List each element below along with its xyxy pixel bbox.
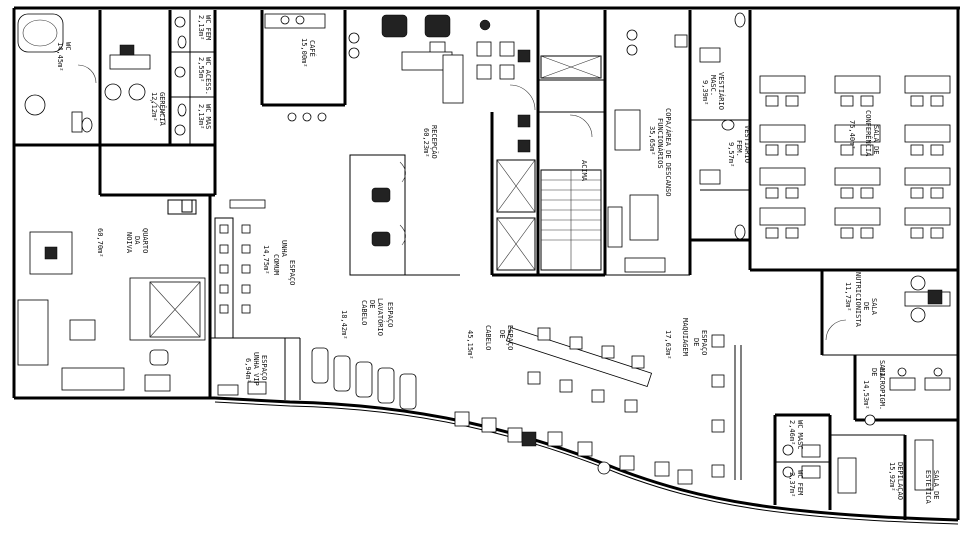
label-gerencia-area: 12,12m² — [150, 92, 158, 122]
label-unha-vip-name: ESPAÇO — [260, 355, 268, 380]
label-estetica-area: 15,92m² — [888, 462, 896, 492]
label-sala-conf-name: SALA DE — [872, 125, 880, 155]
label-wc-fem-bot-name: WC FEM — [796, 470, 804, 495]
label-quarto-noiva-line2: DA — [133, 236, 141, 245]
label-wc-acess-name: WC ACESS. — [204, 57, 212, 95]
label-maquiagem-line2: DE — [692, 338, 700, 346]
label-cafe-name: CAFÉ — [308, 40, 317, 57]
label-wc-fem-top-area: 2,13m² — [197, 15, 205, 40]
label-wc-suite-name: WC — [64, 42, 72, 50]
label-lavatorio-name: ESPAÇO — [386, 302, 394, 327]
label-gerencia-name: GERÊNCIA — [158, 92, 167, 127]
label-recepcao-area: 60,23m² — [422, 128, 430, 158]
label-nutri-line3: NUTRICIONISTA — [854, 272, 862, 328]
label-wc-fem-top-name: WC FEM — [204, 15, 212, 40]
label-sala-conf-line2: CONFERÊNCIA — [864, 110, 873, 157]
label-wc-acess-area: 2,55m² — [197, 57, 205, 82]
label-vest-masc-line2: MASC. — [709, 75, 717, 96]
label-wc-masc-bot-name: WC MASC — [796, 420, 804, 450]
label-maquiagem-line3: MAQUIAGEM — [681, 318, 689, 356]
label-micro-line3: MICROPIGM. — [878, 368, 886, 410]
label-wc-masc-top-area: 2,13m² — [197, 104, 205, 129]
label-stair-direction: ACIMA — [580, 160, 588, 182]
label-quarto-noiva-area: 60,70m² — [96, 228, 104, 258]
label-unha-vip-line2: UNHA VIP — [252, 352, 260, 386]
conference-desks — [759, 75, 951, 239]
label-nutri-line2: DE — [862, 302, 870, 310]
label-copa-line2: FUNCIONÁRIOS — [656, 118, 665, 169]
label-lavatorio-line3: DE — [368, 300, 376, 308]
label-micro-name: SALA — [878, 360, 886, 378]
label-wc-masc-top-name: WC MAS — [204, 104, 212, 129]
label-nutri-name: SALA — [870, 298, 878, 316]
label-estetica-line3: DEPILAÇÃO — [896, 462, 905, 500]
label-quarto-noiva-name: QUARTO — [141, 228, 149, 253]
label-unha-comum-line3: COMUM — [272, 254, 280, 275]
label-lavatorio-line4: CABELO — [360, 300, 368, 325]
salon-chairs — [527, 327, 645, 413]
label-maquiagem-name: ESPAÇO — [700, 330, 708, 355]
furniture — [17, 12, 951, 494]
label-unha-comum-name: ESPAÇO — [288, 260, 296, 285]
label-recepcao-name: RECEPÇÃO — [430, 125, 439, 159]
label-maquiagem-area: 17,63m² — [664, 330, 672, 360]
label-vest-masc-area: 9,39m² — [701, 80, 709, 105]
interior-walls — [14, 10, 958, 520]
label-vest-fem-line2: FEM. — [735, 140, 743, 157]
label-vest-fem-name: VESTIÁRIO — [743, 125, 752, 163]
label-estetica-line2: ESTÉTICA — [924, 470, 933, 505]
label-vest-fem-area: 9,57m² — [727, 142, 735, 167]
label-unha-comum-line2: UNHA — [280, 240, 288, 258]
label-estetica-name: SALA DE — [932, 470, 940, 500]
label-quarto-noiva-line3: NOIVA — [125, 232, 133, 254]
label-copa-area: 35,65m² — [648, 126, 656, 156]
label-wc-suite-area: 14,45m² — [56, 42, 64, 72]
label-vest-masc-name: VESTIÁRIO — [717, 72, 726, 110]
label-unha-vip-area: 6,94m² — [244, 358, 252, 383]
label-copa-name: COPA/ÁREA DE DESCANSO — [664, 108, 673, 197]
label-wc-fem-bot-area: 2,37m² — [788, 472, 796, 497]
label-cabelo-line3: CABELO — [484, 325, 492, 350]
label-cabelo-name: ESPAÇO — [506, 325, 514, 350]
label-cabelo-line2: DE — [498, 330, 506, 338]
label-unha-comum-area: 14,75m² — [262, 245, 270, 275]
label-nutri-area: 11,73m² — [844, 282, 852, 312]
stair-treads — [541, 170, 601, 270]
label-wc-masc-bot-area: 2,46m² — [788, 420, 796, 445]
label-lavatorio-area: 18,42m² — [340, 310, 348, 340]
label-cafe-area: 15,00m² — [300, 38, 308, 68]
label-lavatorio-line2: LAVATÓRIO — [376, 298, 385, 336]
label-micro-area: 14,53m² — [862, 380, 870, 410]
label-cabelo-area: 45,15m² — [466, 330, 474, 360]
label-sala-conf-area: 75,40m² — [848, 120, 856, 150]
room-labels: WC 14,45m² WC FEM 2,13m² WC ACESS. 2,55m… — [56, 15, 940, 505]
label-micro-line2: DE — [870, 368, 878, 376]
